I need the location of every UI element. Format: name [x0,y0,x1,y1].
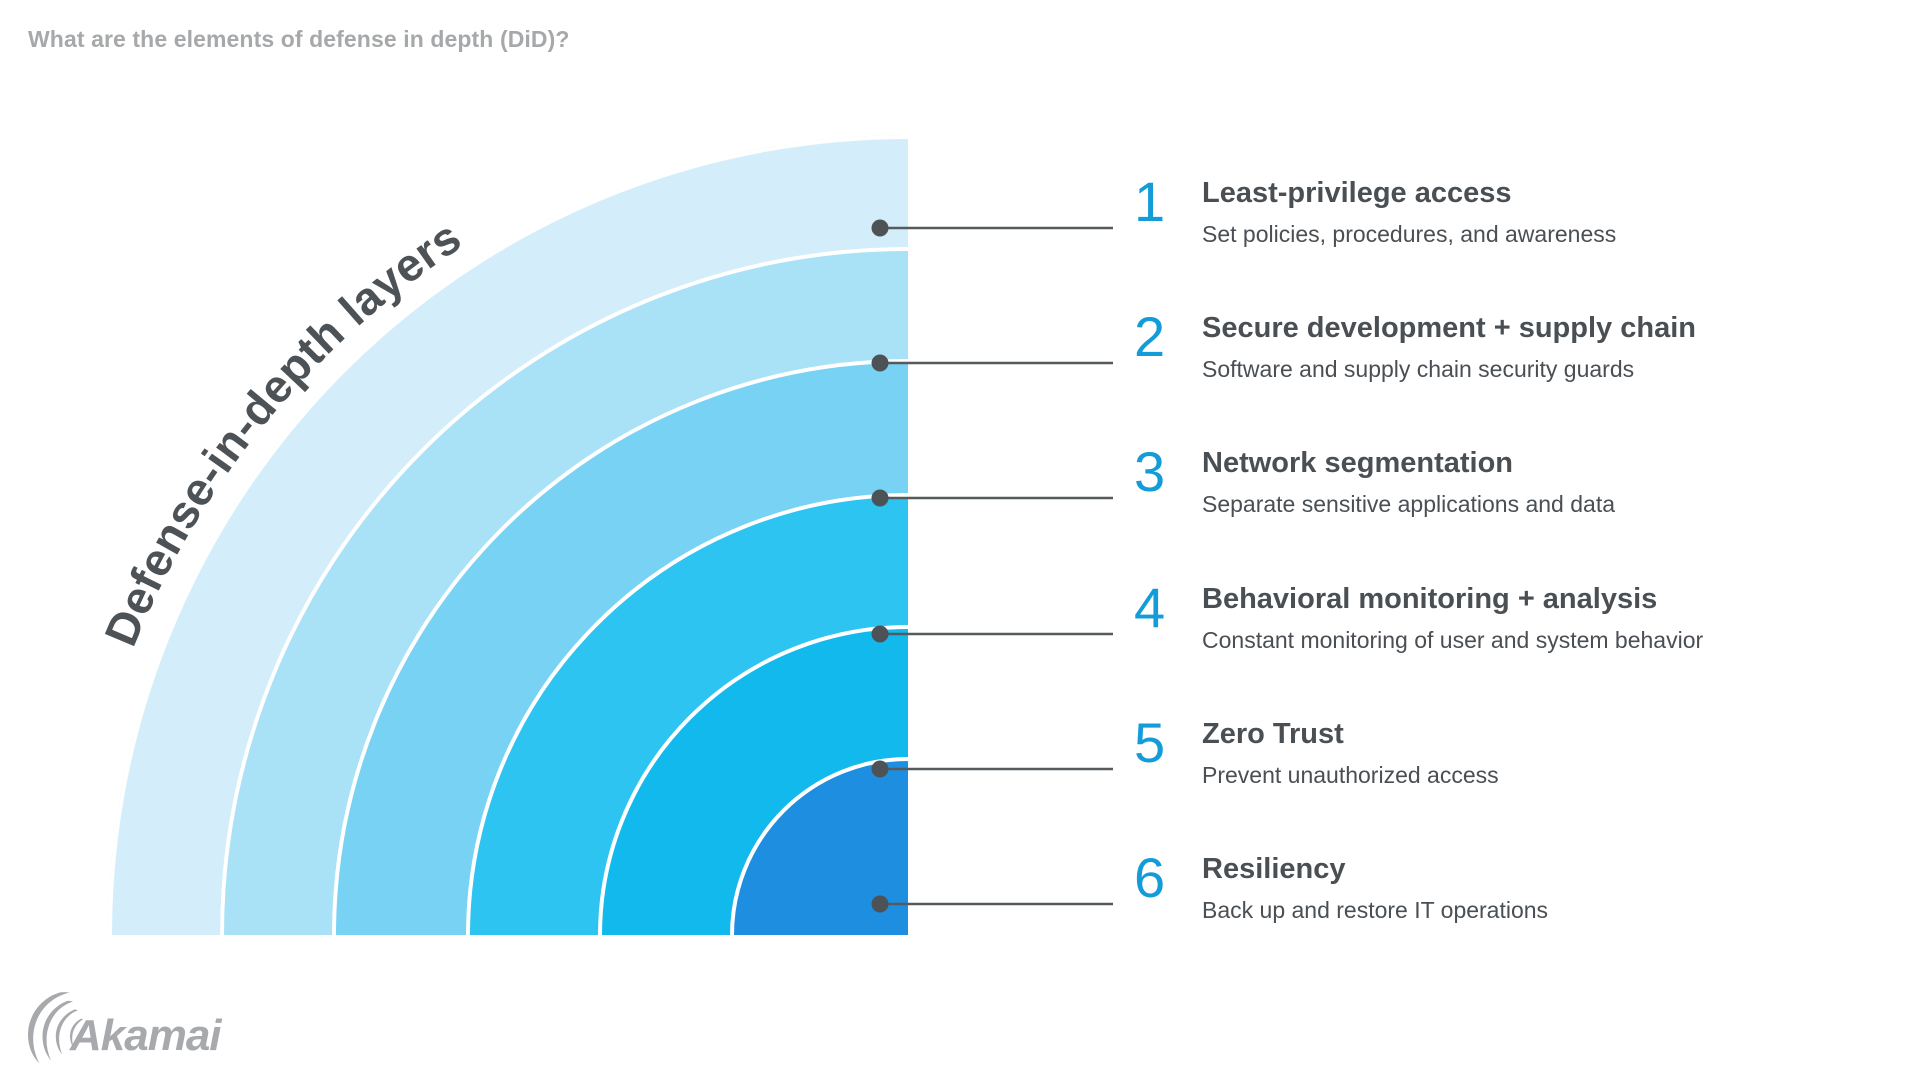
layer-item-2[interactable]: 2 Secure development + supply chain Soft… [1128,307,1696,411]
layer-title-6: Resiliency [1202,853,1346,885]
akamai-wave-icon [28,992,83,1064]
svg-text:Akamai: Akamai [69,1011,222,1060]
layer-number-5: 5 [1134,711,1166,774]
layer-desc-4: Constant monitoring of user and system b… [1202,627,1704,653]
layer-text-1: Least-privilege access Set policies, pro… [1202,172,1616,251]
layer-title-2: Secure development + supply chain [1202,312,1696,344]
layer-desc-1: Set policies, procedures, and awareness [1202,221,1617,247]
layer-desc-2: Software and supply chain security guard… [1202,356,1635,382]
layer-text-3: Network segmentation Separate sensitive … [1202,442,1615,521]
akamai-logo: Akamai [28,992,223,1064]
layer-title-3: Network segmentation [1202,447,1513,479]
defense-in-depth-diagram [0,0,930,950]
arc-band-group [108,135,908,935]
layer-text-5: Zero Trust Prevent unauthorized access [1202,713,1499,792]
layer-number-6: 6 [1134,846,1166,909]
layer-item-1[interactable]: 1 Least-privilege access Set policies, p… [1128,172,1616,276]
layer-desc-6: Back up and restore IT operations [1202,897,1549,923]
layer-item-6[interactable]: 6 Resiliency Back up and restore IT oper… [1128,848,1548,952]
layer-title-1: Least-privilege access [1202,177,1512,209]
layer-desc-3: Separate sensitive applications and data [1202,491,1616,517]
concentric-layers-svg [108,135,908,935]
akamai-wordmark: Akamai [69,1011,223,1060]
layer-number-3: 3 [1134,440,1166,503]
layer-item-4[interactable]: 4 Behavioral monitoring + analysis Const… [1128,578,1703,682]
page-title: What are the elements of defense in dept… [28,26,570,52]
layer-title-5: Zero Trust [1202,718,1344,750]
layer-number-1: 1 [1134,170,1166,233]
layer-item-5[interactable]: 5 Zero Trust Prevent unauthorized access [1128,713,1499,817]
layer-text-4: Behavioral monitoring + analysis Constan… [1202,578,1703,657]
layer-number-2: 2 [1134,305,1166,368]
layer-text-6: Resiliency Back up and restore IT operat… [1202,848,1548,927]
layer-item-3[interactable]: 3 Network segmentation Separate sensitiv… [1128,442,1615,546]
layer-text-2: Secure development + supply chain Softwa… [1202,307,1696,386]
layer-title-4: Behavioral monitoring + analysis [1202,583,1658,615]
arc-band-6 [730,757,908,935]
layer-desc-5: Prevent unauthorized access [1202,762,1499,788]
layer-number-4: 4 [1134,576,1166,639]
